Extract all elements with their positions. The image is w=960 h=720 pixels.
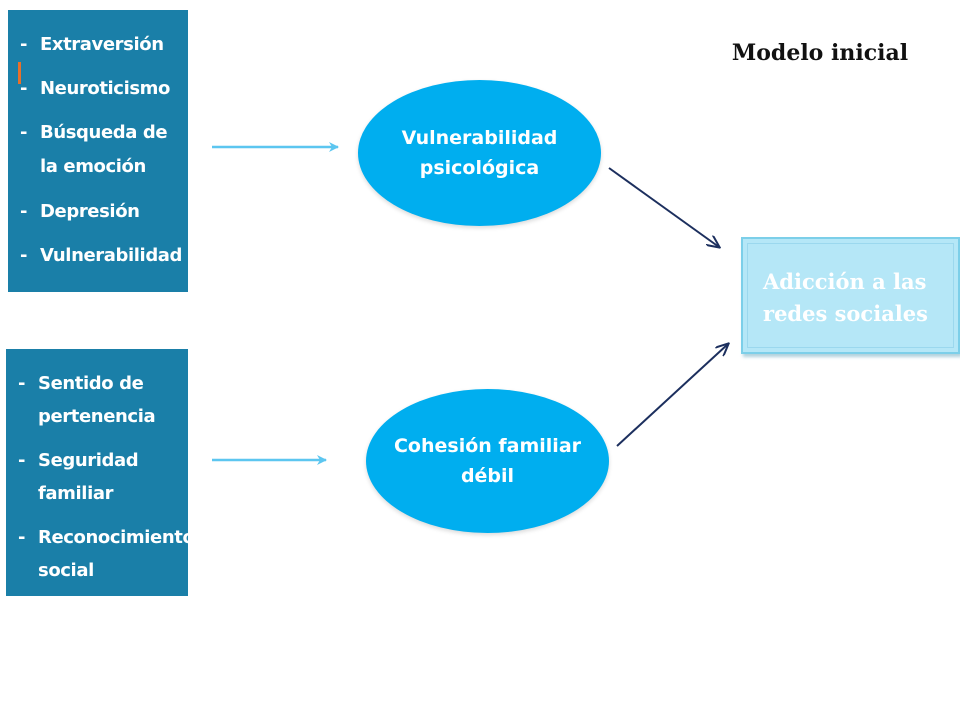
node-label: Cohesión familiar débil — [393, 435, 582, 487]
node-outcome: Adicción a las redes sociales — [741, 237, 960, 354]
factors-box-family: -Sentido de pertenencia -Seguridad famil… — [6, 349, 195, 596]
factor-item: -Seguridad familiar — [18, 450, 139, 504]
factor-item: -Extraversión — [20, 34, 164, 55]
factor-item: -Búsqueda de la emoción — [20, 122, 168, 177]
factor-item: -Reconocimiento social — [18, 527, 195, 581]
diagram-title: Modelo inicial — [731, 40, 909, 66]
node-vulnerabilidad-psicologica: Vulnerabilidad psicológica — [358, 80, 601, 226]
node-label: Vulnerabilidad psicológica — [401, 127, 558, 179]
factor-item: -Neuroticismo — [20, 78, 170, 99]
factors-box-personality: -Extraversión -Neuroticismo -Búsqueda de… — [8, 10, 188, 292]
arrow-cohesion-to-outcome — [616, 344, 728, 447]
arrow-vulnerability-to-outcome — [608, 167, 719, 247]
factor-item: -Depresión — [20, 201, 140, 222]
factor-item: -Vulnerabilidad — [20, 245, 183, 266]
factor-item: -Sentido de pertenencia — [18, 373, 156, 427]
personality-factor-list: -Extraversión -Neuroticismo -Búsqueda de… — [18, 28, 183, 272]
family-factor-list: -Sentido de pertenencia -Seguridad famil… — [16, 367, 195, 587]
node-cohesion-familiar: Cohesión familiar débil — [366, 389, 609, 533]
text-cursor-mark — [18, 62, 21, 84]
